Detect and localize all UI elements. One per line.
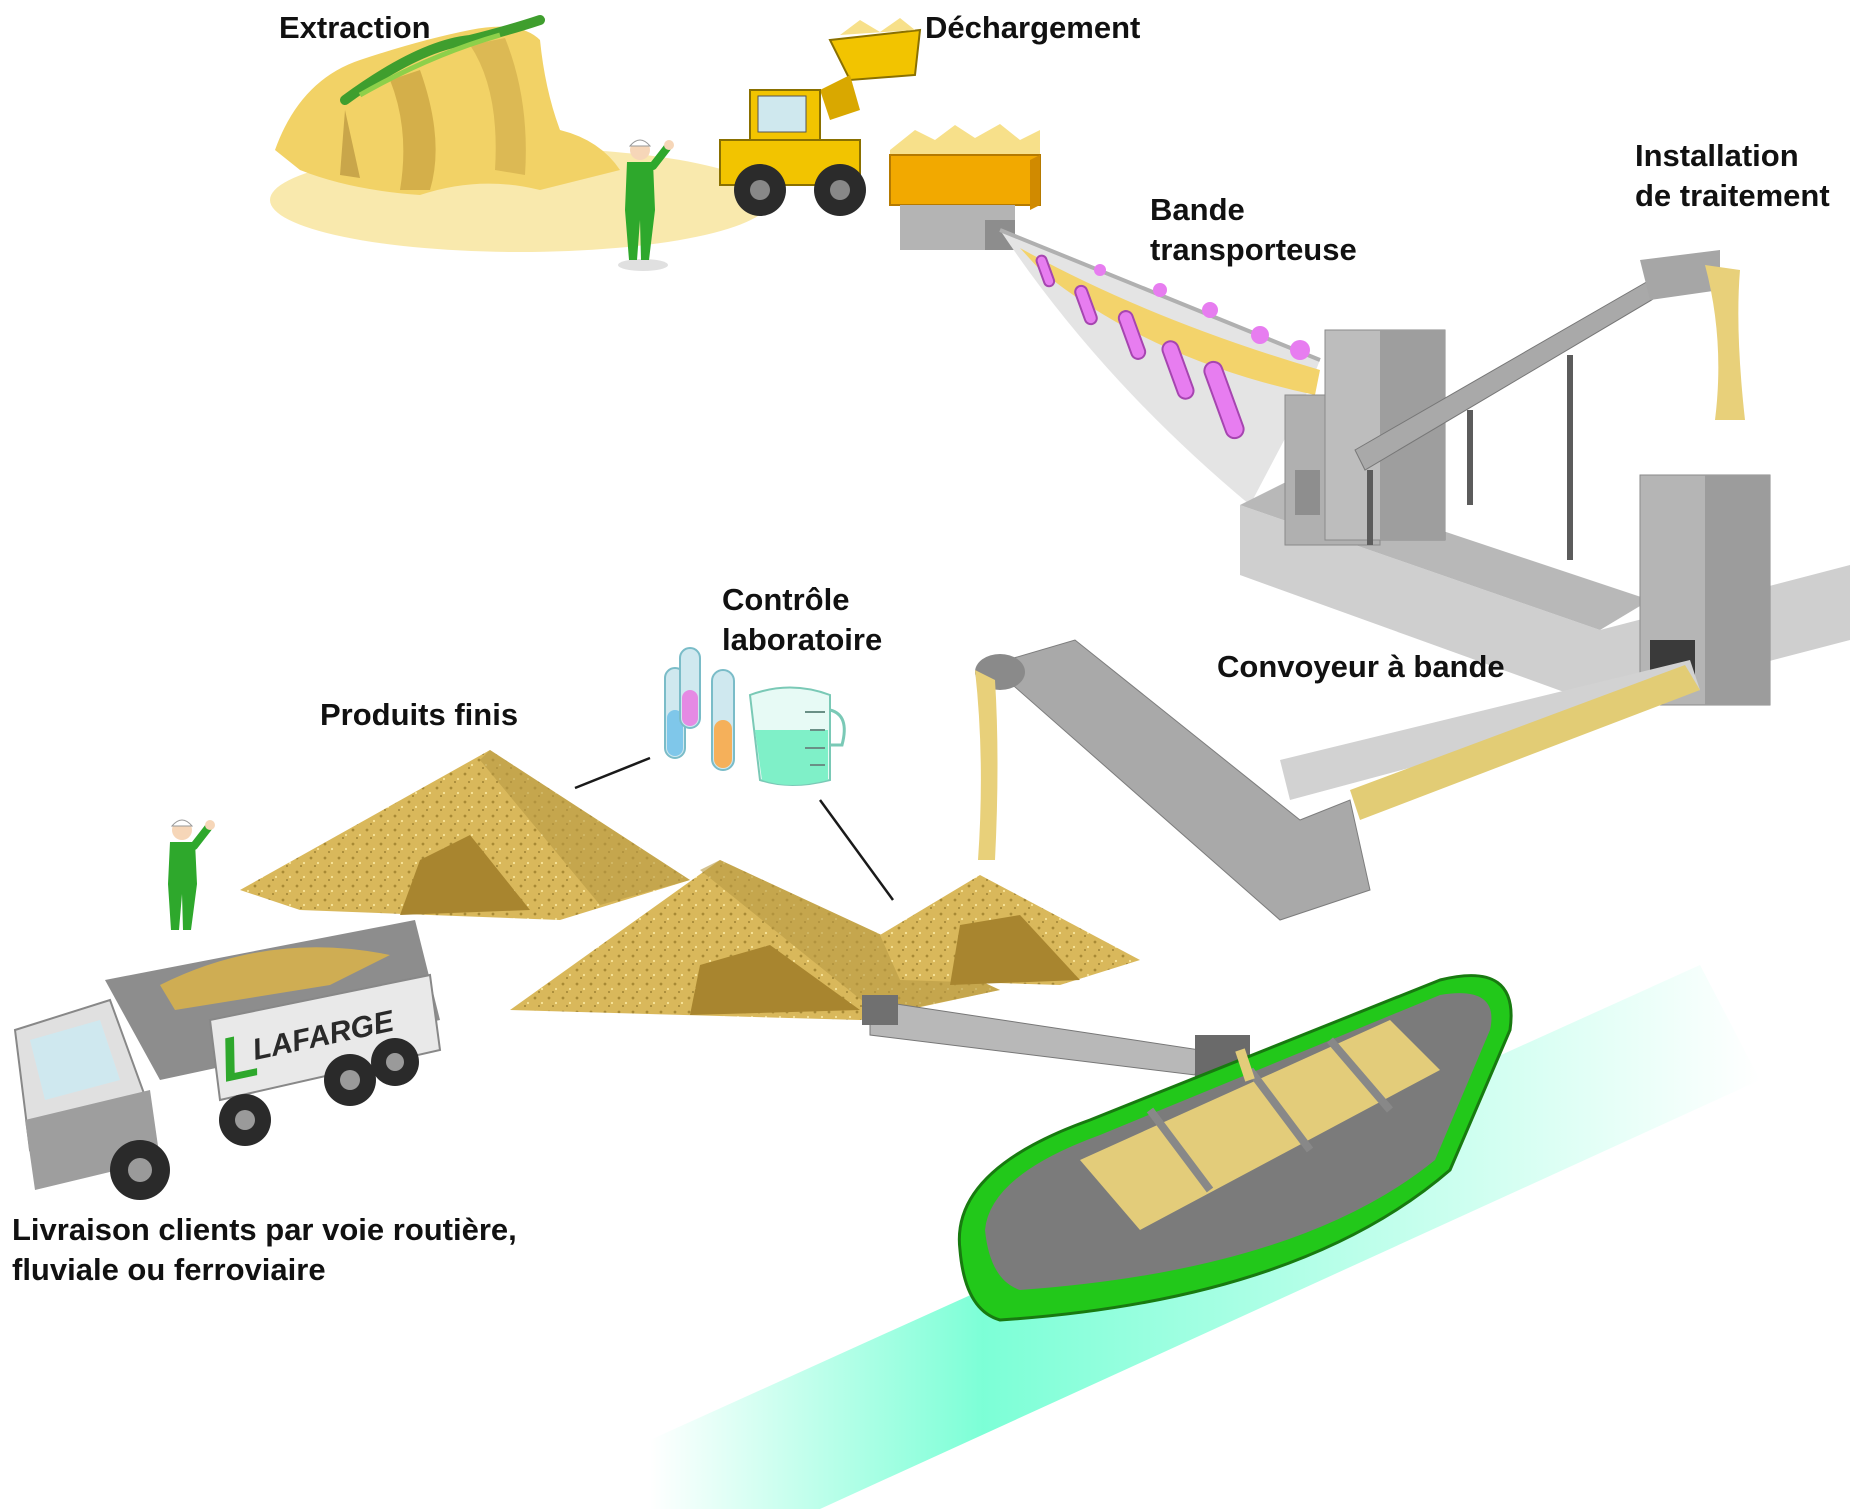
label-livraison-line2: fluviale ou ferroviaire [12,1252,326,1287]
label-dechargement: Déchargement [925,10,1141,45]
leader-lines [574,756,895,901]
label-livraison: Livraison clients par voie routière, flu… [12,1210,517,1290]
label-bande-transporteuse: Bande transporteuse [1150,190,1357,270]
belt-conveyor-icon [975,639,1700,921]
label-controle-line2: laboratoire [722,622,883,657]
worker-icon [168,819,215,930]
label-bande-line1: Bande [1150,192,1245,227]
product-piles-icon [240,750,1140,1020]
conveyor-belt-icon [999,228,1321,505]
label-livraison-line1: Livraison clients par voie routière, [12,1212,517,1247]
worker-icon [618,139,674,271]
label-installation: Installation de traitement [1635,136,1830,216]
treatment-plant-icon [1240,250,1850,706]
label-controle-line1: Contrôle [722,582,850,617]
label-controle: Contrôle laboratoire [722,580,882,660]
truck-icon: L LAFARGE [13,920,442,1200]
test-tube-icon [664,647,735,771]
extraction-cliff-icon [270,15,770,252]
label-extraction: Extraction [279,10,431,45]
loader-icon [719,18,922,216]
hopper-icon [889,124,1041,250]
loading-conveyor-icon [862,995,1250,1080]
label-installation-line1: Installation [1635,138,1799,173]
label-installation-line2: de traitement [1635,178,1830,213]
label-bande-line2: transporteuse [1150,232,1357,267]
label-produits-finis: Produits finis [320,697,519,732]
beaker-icon [748,686,846,786]
label-convoyeur: Convoyeur à bande [1217,649,1505,684]
barge-icon [957,974,1513,1322]
